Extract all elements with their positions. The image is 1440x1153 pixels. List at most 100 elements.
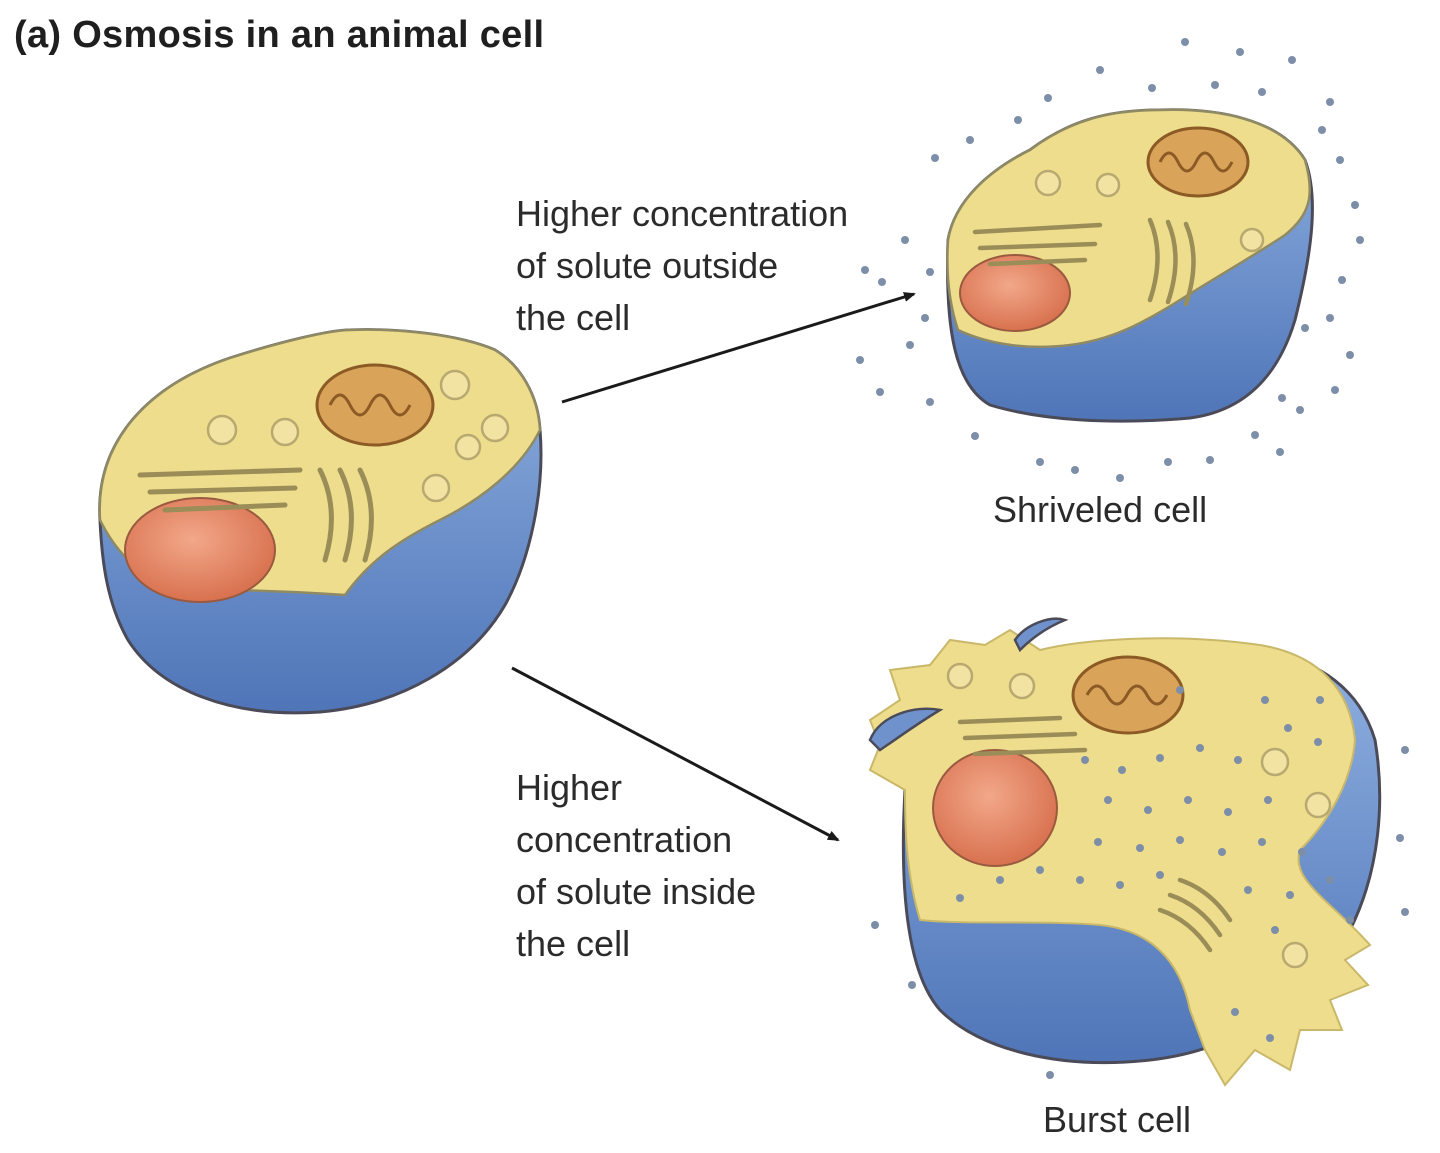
solute-particle: [1076, 876, 1084, 884]
caption-line: of solute inside: [516, 871, 757, 912]
solute-particle: [856, 356, 864, 364]
caption-line: Higher: [516, 767, 623, 808]
solute-particle: [1181, 38, 1189, 46]
normal-cell: [98, 328, 543, 715]
solute-particle: [1096, 66, 1104, 74]
solute-particle: [1401, 746, 1409, 754]
solute-particle: [901, 236, 909, 244]
solute-particle: [1156, 754, 1164, 762]
solute-particle: [878, 278, 886, 286]
solute-particle: [1144, 806, 1152, 814]
solute-particle: [1236, 48, 1244, 56]
solute-particle: [1094, 838, 1102, 846]
solute-particle: [1206, 456, 1214, 464]
solute-particle: [1176, 836, 1184, 844]
solute-particle: [1326, 876, 1334, 884]
normal-cell-vesicles: [206, 369, 510, 503]
solute-particle: [1184, 796, 1192, 804]
solute-particle: [1266, 1034, 1274, 1042]
solute-particle: [926, 268, 934, 276]
solute-particle: [1271, 926, 1279, 934]
solute-particle: [1356, 236, 1364, 244]
solute-particle: [1251, 431, 1259, 439]
solute-particle: [1196, 744, 1204, 752]
solute-particle: [1278, 394, 1286, 402]
solute-particle: [1118, 766, 1126, 774]
solute-particle: [1351, 201, 1359, 209]
solute-particle: [1081, 756, 1089, 764]
shriveled-cell-mitochondrion: [1146, 126, 1250, 198]
solute-particle: [1104, 796, 1112, 804]
solute-particle: [956, 894, 964, 902]
burst-cell-vesicles: [946, 662, 1332, 969]
solute-particle: [1326, 98, 1334, 106]
solute-particle: [996, 876, 1004, 884]
solute-particle: [871, 921, 879, 929]
solute-particle: [1286, 891, 1294, 899]
caption-higher-concentration-inside: Higher concentration of solute inside th…: [516, 762, 756, 970]
solute-particle: [1338, 276, 1346, 284]
solute-particle: [1136, 844, 1144, 852]
burst-cell-membrane-fragment: [1013, 617, 1069, 653]
burst-cell-nucleus: [932, 749, 1058, 867]
solute-particle: [1346, 916, 1354, 924]
caption-line: Higher concentration: [516, 193, 849, 234]
caption-line: of solute outside: [516, 245, 779, 286]
solute-particle: [1276, 448, 1284, 456]
solute-particle: [1218, 848, 1226, 856]
solute-particle: [908, 981, 916, 989]
solute-particle: [1116, 881, 1124, 889]
label-burst-cell: Burst cell: [1043, 1099, 1192, 1140]
burst-cell-solute-particles: [871, 686, 1409, 1079]
solute-particle: [1014, 116, 1022, 124]
solute-particle: [931, 154, 939, 162]
solute-particle: [1298, 848, 1306, 856]
burst-cell-er: [957, 715, 1233, 953]
solute-particle: [1401, 908, 1409, 916]
solute-particle: [876, 388, 884, 396]
solute-particle: [971, 432, 979, 440]
solute-particle: [1156, 871, 1164, 879]
burst-cell-cytoplasm: [868, 628, 1372, 1087]
solute-particle: [1258, 88, 1266, 96]
solute-particle: [966, 136, 974, 144]
shriveled-cell-nucleus: [959, 254, 1071, 332]
caption-higher-concentration-outside: Higher concentration of solute outside t…: [516, 188, 848, 344]
burst-cell-mito-cristae: [1085, 684, 1169, 706]
solute-particle: [1044, 94, 1052, 102]
solute-particle: [1264, 796, 1272, 804]
solute-particle: [1211, 81, 1219, 89]
arrow-to-shriveled-cell: [561, 292, 916, 404]
solute-particle: [1301, 324, 1309, 332]
solute-particle: [1396, 834, 1404, 842]
shriveled-cell: [946, 108, 1314, 423]
solute-particle: [1071, 466, 1079, 474]
solute-particle: [1346, 351, 1354, 359]
arrow-to-burst-cell: [511, 666, 840, 842]
caption-line: concentration: [516, 819, 733, 860]
solute-particle: [1116, 474, 1124, 482]
solute-particle: [926, 398, 934, 406]
solute-particle: [1318, 126, 1326, 134]
solute-particle: [1316, 696, 1324, 704]
normal-cell-mito-cristae: [328, 393, 412, 417]
solute-particle: [1036, 458, 1044, 466]
label-shriveled-cell: Shriveled cell: [993, 489, 1208, 530]
normal-cell-er: [137, 467, 374, 563]
solute-particle: [1331, 386, 1339, 394]
figure-title: (a) Osmosis in an animal cell: [14, 14, 545, 56]
solute-particle: [1258, 838, 1266, 846]
burst-cell: [868, 617, 1382, 1087]
solute-particle: [921, 314, 929, 322]
solute-particle: [1036, 866, 1044, 874]
solute-particle: [1288, 56, 1296, 64]
shriveled-cell-er: [972, 217, 1196, 307]
solute-particle: [861, 266, 869, 274]
solute-particle: [906, 341, 914, 349]
shriveled-cell-mito-cristae: [1158, 151, 1234, 173]
solute-particle: [1176, 686, 1184, 694]
solute-particle: [1336, 156, 1344, 164]
solute-particle: [1046, 1071, 1054, 1079]
burst-cell-membrane-fragment: [868, 707, 944, 752]
